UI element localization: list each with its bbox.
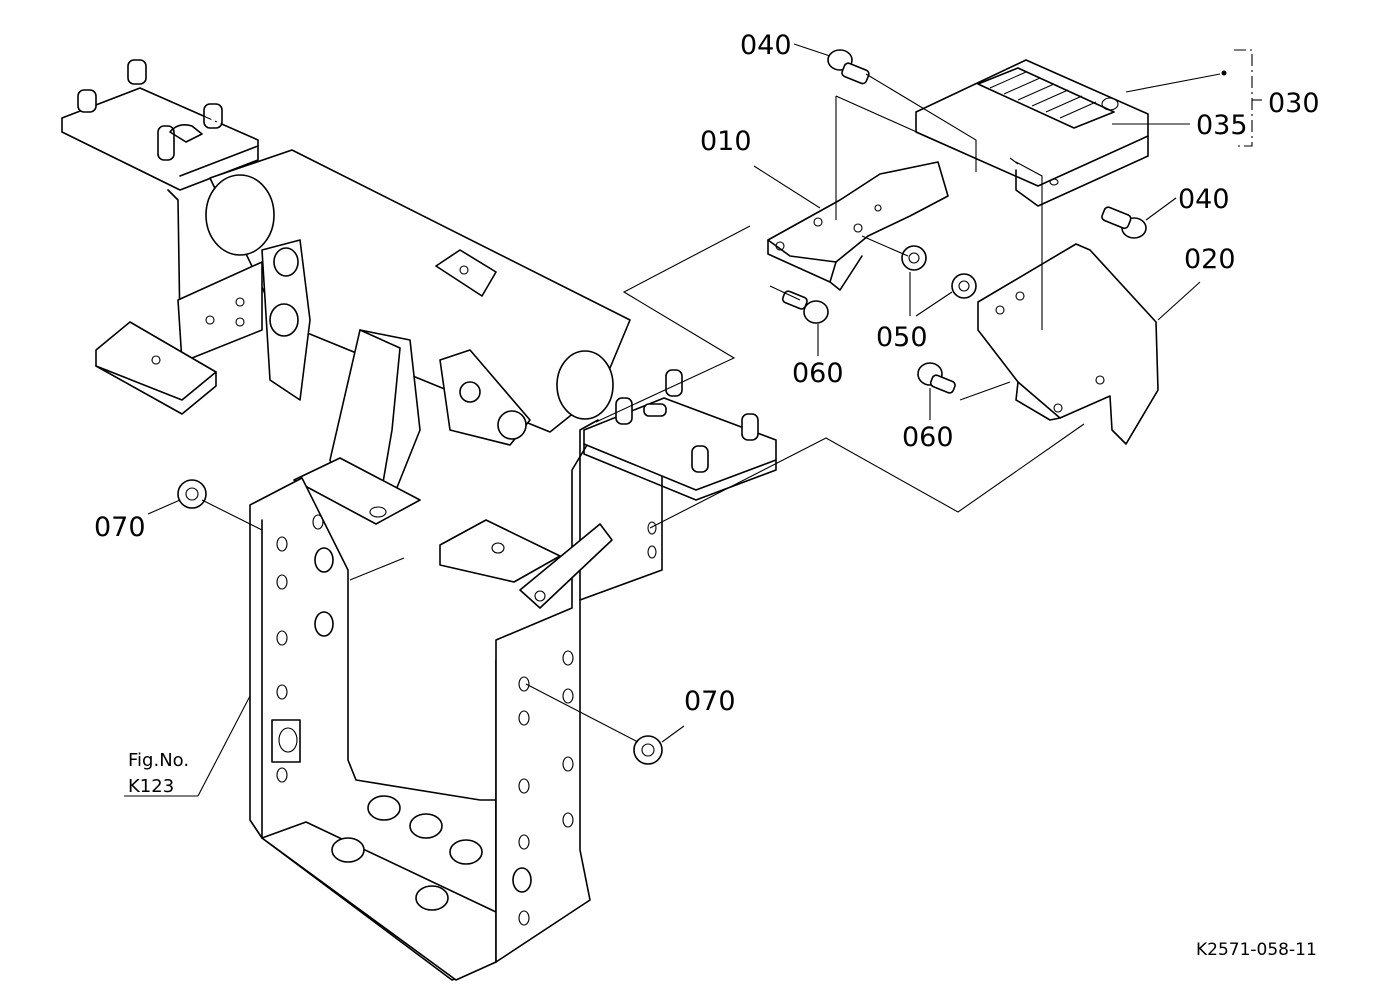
- right-gusset: [519, 523, 613, 609]
- bottom-plugs: [331, 795, 483, 911]
- assembly-lines: [124, 43, 1262, 797]
- fig-no-value: K123: [128, 776, 174, 797]
- bolt-040-top: [827, 49, 870, 85]
- center-plate: [293, 457, 421, 525]
- label-010: 010: [700, 126, 752, 157]
- part-010-bracket: [767, 161, 949, 291]
- part-030-cover: [915, 59, 1149, 207]
- label-050: 050: [876, 322, 928, 353]
- label-hatch: [989, 71, 1097, 119]
- nut-070-bottom: [633, 735, 663, 765]
- nut-070-left: [177, 479, 207, 509]
- cross-beam-end: [205, 174, 275, 256]
- right-channel-holes: [512, 521, 657, 926]
- part-035-label-plate: [977, 67, 1115, 129]
- label-060-left: 060: [792, 358, 844, 389]
- label-040-right: 040: [1178, 184, 1230, 215]
- nut-050-right: [951, 273, 977, 299]
- bolt-060-right: [917, 362, 956, 394]
- part-020-bracket: [977, 243, 1159, 445]
- front-frame: [61, 59, 777, 981]
- bolt-040-right: [1101, 206, 1147, 239]
- label-060-right: 060: [902, 422, 954, 453]
- left-bracket: [95, 321, 217, 401]
- top-left-bolts: [77, 59, 223, 161]
- label-020: 020: [1184, 244, 1236, 275]
- label-030: 030: [1268, 88, 1320, 119]
- label-070-left: 070: [94, 512, 146, 543]
- nut-050-left: [901, 245, 927, 271]
- drawing-code: K2571-058-11: [1196, 940, 1317, 960]
- label-040-top: 040: [740, 30, 792, 61]
- label-070-bottom: 070: [684, 686, 736, 717]
- right-bracket: [439, 519, 561, 583]
- right-channel: [495, 439, 663, 963]
- fig-no-label: Fig.No.: [128, 750, 189, 771]
- left-side-plate: [177, 261, 263, 363]
- top-right-bolts: [615, 369, 759, 473]
- left-channel-holes: [271, 514, 334, 783]
- beam-tab: [435, 249, 497, 297]
- label-035: 035: [1196, 110, 1248, 141]
- bolt-060-left: [781, 290, 829, 324]
